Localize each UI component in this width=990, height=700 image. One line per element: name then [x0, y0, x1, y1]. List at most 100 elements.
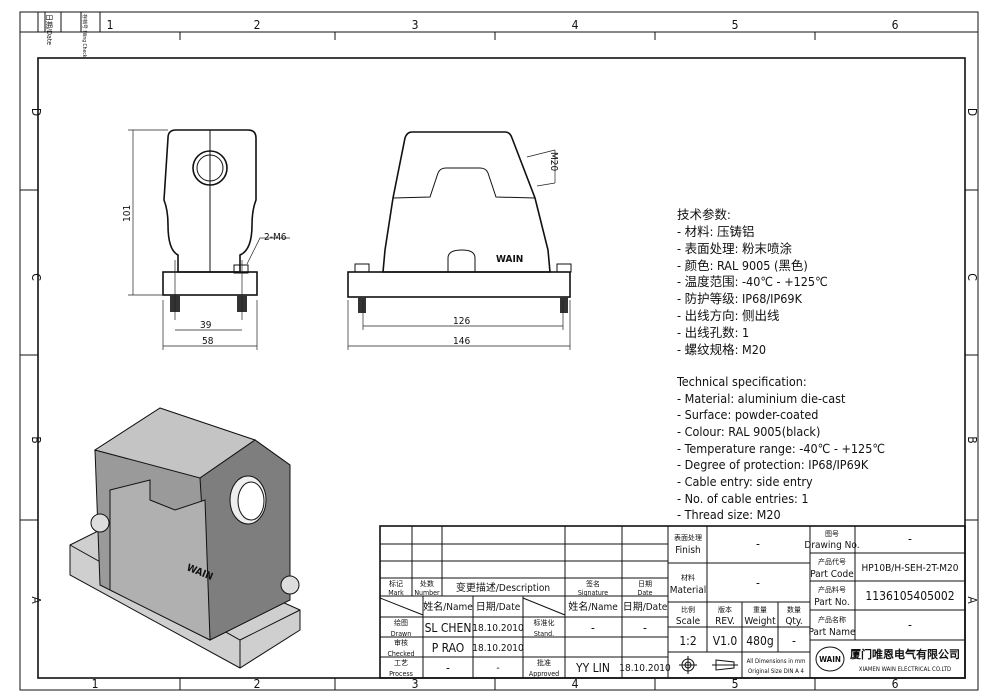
- svg-text:- Degree of protection: IP68/I: - Degree of protection: IP68/IP69K: [677, 457, 869, 472]
- svg-text:日期/Date: 日期/Date: [623, 601, 668, 613]
- checked-name: P RAO: [432, 641, 465, 655]
- checked-date: 18.10.2010: [472, 643, 524, 654]
- svg-text:签名: 签名: [586, 579, 600, 588]
- brand-mark: WAIN: [496, 254, 523, 265]
- svg-text:姓名/Name: 姓名/Name: [423, 600, 473, 613]
- svg-text:- 材料: 压铸铝: - 材料: 压铸铝: [677, 224, 755, 239]
- svg-text:WAIN: WAIN: [819, 655, 841, 664]
- iso-view: WAIN: [69, 407, 301, 669]
- approved-name: YY LIN: [575, 661, 610, 675]
- row-label: C: [29, 273, 43, 281]
- drawn-date: 18.10.2010: [472, 623, 524, 634]
- column-label: 1: [92, 677, 99, 691]
- svg-text:- 螺纹规格: M20: - 螺纹规格: M20: [677, 342, 766, 357]
- dim-height: 101: [122, 205, 133, 222]
- row-label: A: [965, 596, 979, 604]
- svg-text:重量: 重量: [753, 606, 767, 614]
- svg-text:Drawing No.: Drawing No.: [804, 540, 859, 551]
- side-view: WAIN 126 146 M20: [347, 131, 572, 350]
- svg-text:- No. of cable entries: 1: - No. of cable entries: 1: [677, 491, 809, 506]
- svg-text:Finish: Finish: [675, 545, 701, 556]
- svg-text:Qty.: Qty.: [785, 616, 802, 627]
- svg-text:-: -: [756, 537, 760, 551]
- svg-text:Process: Process: [389, 670, 413, 678]
- svg-text:- 出线孔数: 1: - 出线孔数: 1: [677, 325, 749, 340]
- svg-text:- 表面处理: 粉末喷涂: - 表面处理: 粉末喷涂: [677, 241, 792, 256]
- svg-text:-: -: [446, 661, 450, 675]
- spec-en: Technical specification: - Material: alu…: [676, 374, 885, 522]
- row-label: D: [29, 108, 43, 116]
- svg-text:绘图: 绘图: [394, 618, 408, 627]
- svg-text:材料: 材料: [681, 573, 695, 582]
- svg-text:图号: 图号: [825, 530, 839, 538]
- projection-symbol-icon: [679, 656, 738, 674]
- column-label: 1: [107, 18, 114, 32]
- company-name-cn: 厦门唯恩电气有限公司: [850, 647, 960, 661]
- svg-text:-: -: [908, 618, 912, 632]
- svg-text:Stand.: Stand.: [534, 630, 554, 638]
- svg-text:Material: Material: [670, 585, 707, 596]
- svg-text:Technical specification:: Technical specification:: [676, 374, 807, 389]
- row-label: A: [29, 596, 43, 604]
- svg-text:- Cable entry: side entry: - Cable entry: side entry: [677, 474, 813, 489]
- part-code-value: HP10B/H-SEH-2T-M20: [861, 563, 958, 574]
- svg-text:Weight: Weight: [744, 616, 776, 627]
- svg-text:技术参数:: 技术参数:: [677, 207, 731, 222]
- svg-text:存档号 Filing Check: 存档号 Filing Check: [81, 14, 88, 58]
- column-label: 6: [892, 18, 899, 32]
- svg-text:日期: 日期: [638, 580, 652, 588]
- row-label: B: [965, 436, 979, 443]
- row-label: B: [29, 436, 43, 443]
- thread-note: 2-M6: [264, 232, 287, 243]
- filing-stamp: 日期/Date 存档号 Filing Check: [37, 11, 101, 58]
- svg-text:- 出线方向: 侧出线: - 出线方向: 侧出线: [677, 308, 780, 323]
- weight-value: 480g: [746, 634, 773, 648]
- svg-text:Approved: Approved: [529, 670, 559, 678]
- svg-text:数量: 数量: [787, 605, 801, 614]
- spec-cn: 技术参数: - 材料: 压铸铝 - 表面处理: 粉末喷涂 - 颜色: RAL 9…: [677, 207, 828, 357]
- dim-width: 58: [202, 336, 214, 347]
- svg-text:-: -: [756, 576, 760, 590]
- approved-date: 18.10.2010: [619, 663, 671, 674]
- column-label: 3: [412, 18, 419, 32]
- svg-text:All Dimensions in mm: All Dimensions in mm: [747, 658, 806, 665]
- svg-text:Part No.: Part No.: [814, 597, 849, 608]
- svg-text:标记: 标记: [389, 579, 403, 588]
- company-name-en: XIAMEN WAIN ELECTRICAL CO.LTD: [859, 666, 951, 673]
- svg-text:比例: 比例: [681, 605, 695, 614]
- svg-text:Scale: Scale: [676, 616, 701, 627]
- title-block: 标记 Mark 处数 Number 签名 Signature 日期 Date 变…: [379, 525, 966, 679]
- svg-text:Date: Date: [637, 589, 652, 597]
- column-label: 2: [254, 18, 261, 32]
- svg-text:日期/Date: 日期/Date: [476, 601, 521, 613]
- column-label: 5: [732, 18, 739, 32]
- svg-text:Part Code: Part Code: [810, 569, 854, 580]
- column-label: 4: [572, 18, 579, 32]
- svg-text:Original Size DIN A 4: Original Size DIN A 4: [748, 668, 805, 675]
- svg-text:Number: Number: [414, 589, 440, 597]
- svg-text:审核: 审核: [394, 638, 408, 647]
- scale-value: 1:2: [679, 634, 696, 648]
- svg-text:标准化: 标准化: [534, 618, 555, 627]
- svg-text:- Thread size: M20: - Thread size: M20: [677, 507, 781, 522]
- front-view: 101 2-M6 39 58: [122, 129, 290, 350]
- svg-text:表面处理: 表面处理: [674, 533, 702, 542]
- svg-text:批准: 批准: [537, 658, 551, 667]
- part-no-value: 1136105405002: [865, 589, 954, 603]
- svg-text:处数: 处数: [420, 579, 434, 588]
- svg-text:Signature: Signature: [578, 589, 608, 597]
- svg-text:Part Name: Part Name: [808, 627, 856, 638]
- svg-text:工艺: 工艺: [394, 659, 408, 667]
- dim-width: 146: [453, 336, 470, 347]
- svg-text:- 防护等级: IP68/IP69K: - 防护等级: IP68/IP69K: [677, 291, 803, 306]
- svg-text:变更描述/Description: 变更描述/Description: [456, 581, 550, 594]
- svg-text:日期/Date: 日期/Date: [45, 14, 53, 45]
- row-label: D: [965, 108, 979, 116]
- column-label: 2: [254, 677, 261, 691]
- dim-bolt-spacing: 39: [200, 320, 212, 331]
- column-label: 3: [412, 677, 419, 691]
- svg-text:Checked: Checked: [387, 650, 414, 658]
- column-label: 6: [892, 677, 899, 691]
- svg-text:版本: 版本: [718, 605, 732, 614]
